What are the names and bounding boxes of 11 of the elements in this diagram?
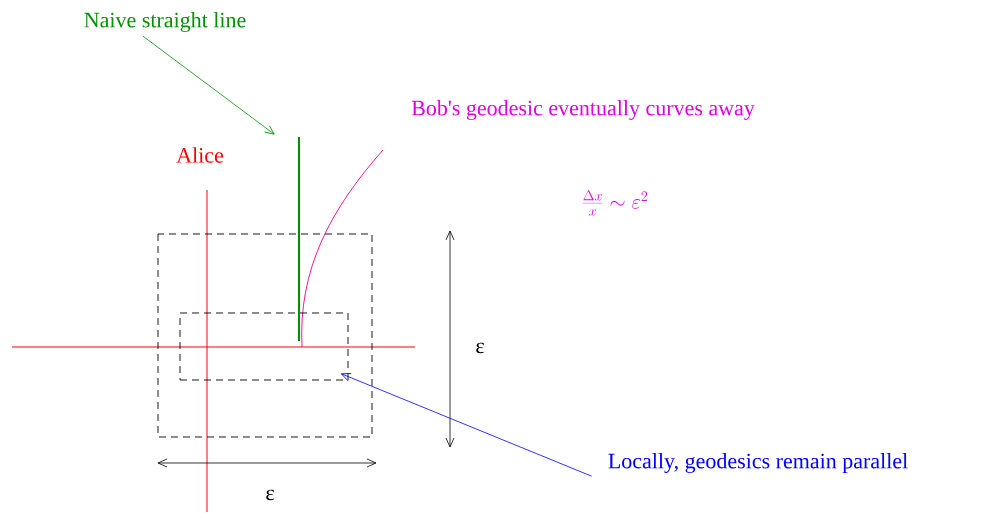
dimension-label: ε	[476, 342, 484, 354]
axis-label: Alice	[176, 147, 224, 163]
formula: $\frac{\Delta x}{x} \sim \varepsilon^{2}$	[582, 190, 648, 216]
callout-text: Bob's geodesic eventually curves away	[411, 100, 755, 120]
arrow	[142, 35, 275, 135]
straight-line	[298, 137, 300, 341]
dashed-box	[179, 312, 349, 381]
callout-text: Naive straight line	[84, 12, 246, 32]
arrow	[340, 373, 593, 477]
dimension-label: ε	[266, 489, 274, 501]
callout-text: Locally, geodesics remain parallel	[608, 453, 908, 473]
